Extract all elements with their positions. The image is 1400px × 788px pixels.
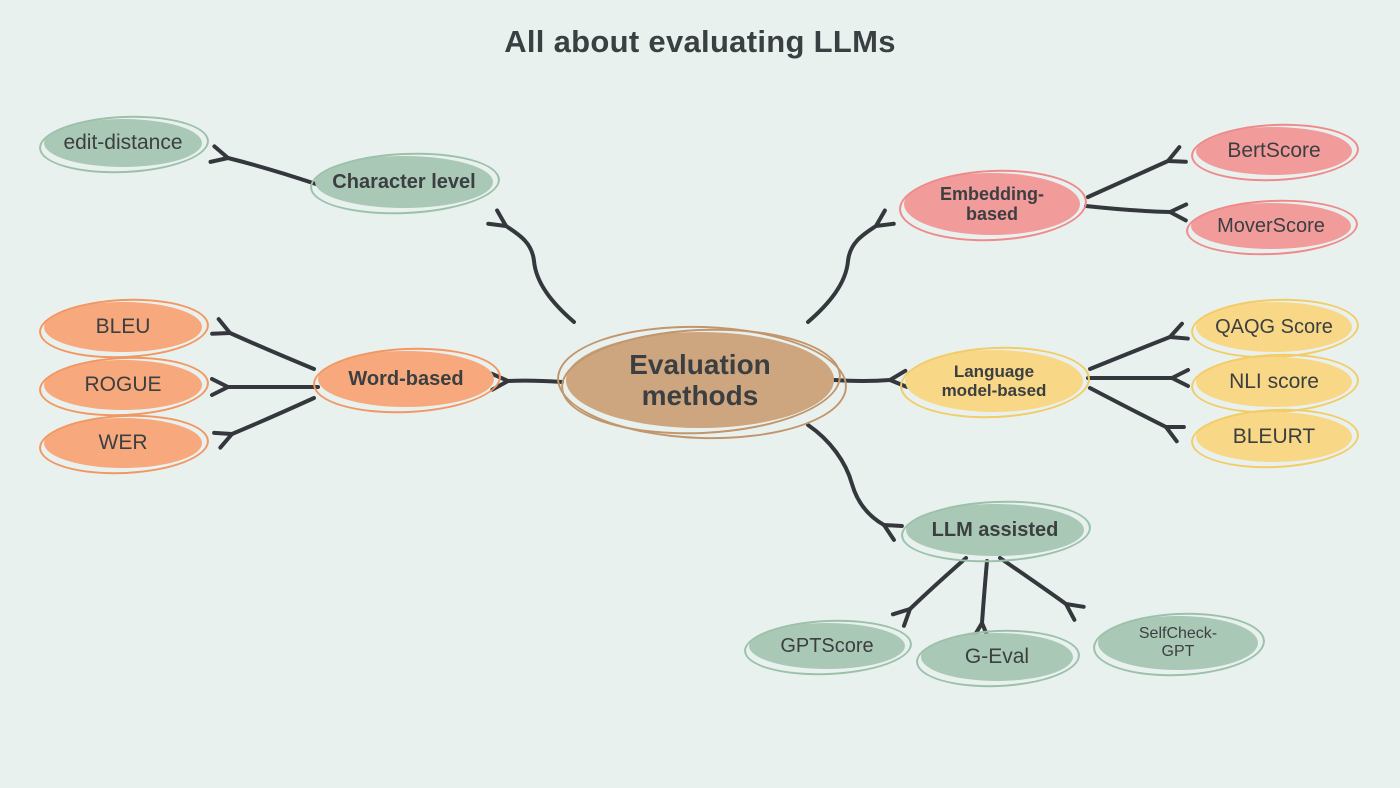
arrow-llm-assisted-to-g-eval [970,559,991,642]
node-embedding-based: Embedding- based [904,173,1080,235]
page-title: All about evaluating LLMs [504,24,896,59]
node-qaqg-score: QAQG Score [1196,302,1352,352]
arrow-language-model-based-to-bleurt [1088,386,1186,444]
arrow-center-to-character-level [486,208,576,324]
node-character-level: Character level [315,156,493,208]
arrow-word-based-to-bleu [210,317,316,371]
node-bertscore: BertScore [1196,127,1352,175]
arrow-center-to-language-model-based [832,368,909,389]
node-nli-score: NLI score [1196,357,1352,407]
arrow-language-model-based-to-qaqg-score [1088,321,1190,371]
node-word-based: Word-based [318,351,494,407]
node-edit-distance: edit-distance [44,119,202,167]
arrow-center-to-llm-assisted [806,423,904,542]
node-gptscore: GPTScore [749,623,905,669]
node-llm-assisted: LLM assisted [906,504,1084,556]
arrow-embedding-based-to-moverscore [1084,202,1189,223]
arrow-embedding-based-to-bertscore [1086,145,1188,199]
arrow-center-to-embedding-based [806,208,896,324]
node-evaluation-methods: Evaluation methods [566,332,834,428]
node-moverscore: MoverScore [1191,203,1351,249]
arrow-llm-assisted-to-selfcheck-gpt [998,556,1086,622]
node-selfcheck-gpt: SelfCheck- GPT [1098,616,1258,670]
node-bleu: BLEU [44,302,202,352]
node-language-model-based: Language model-based [905,350,1083,412]
arrow-center-to-word-based [489,371,564,392]
node-bleurt: BLEURT [1196,412,1352,462]
arrow-llm-assisted-to-gptscore [890,556,968,628]
node-g-eval: G-Eval [921,633,1073,681]
node-rogue: ROGUE [44,360,202,410]
node-wer: WER [44,418,202,468]
arrow-word-based-to-wer [212,396,316,450]
arrow-character-level-to-edit-distance [208,144,318,186]
